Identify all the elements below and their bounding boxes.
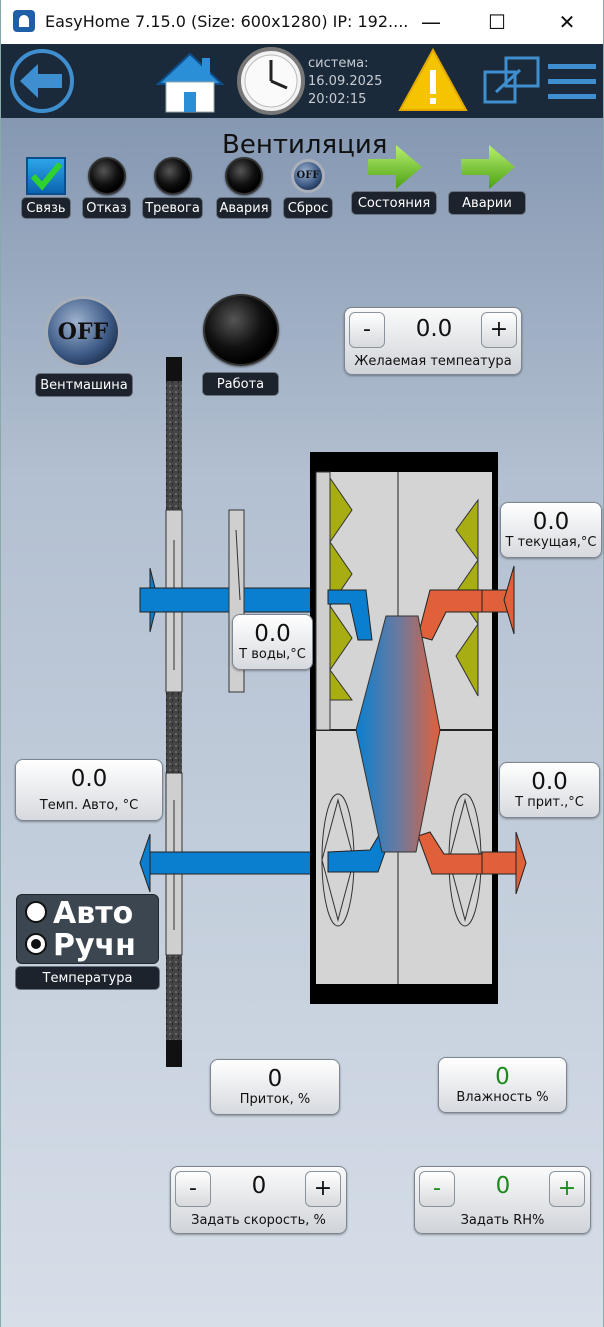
rh-stepper: - 0 + Задать RH% — [414, 1166, 591, 1234]
supply-percent-label: Приток, % — [239, 1092, 311, 1107]
desired-temp-minus-button[interactable]: - — [349, 312, 385, 348]
mode-auto-option[interactable]: Авто — [25, 899, 133, 929]
t-current-label: Т текущая,°С — [505, 535, 597, 550]
speed-minus-button[interactable]: - — [175, 1171, 211, 1207]
avarii-button[interactable]: Аварии — [448, 191, 526, 215]
sbros-label: Сброс — [283, 197, 333, 219]
ahu-flows-icon — [327, 589, 483, 875]
avarii-arrow-icon[interactable] — [461, 145, 517, 189]
exhaust-duct-icon — [481, 565, 527, 895]
sostoyaniya-arrow-icon[interactable] — [368, 145, 424, 189]
t-supply-value: 0.0 — [531, 769, 568, 795]
desired-temp-plus-button[interactable]: + — [481, 312, 517, 348]
t-current-panel[interactable]: 0.0 Т текущая,°С — [500, 502, 602, 558]
back-arrow-icon[interactable] — [10, 49, 74, 113]
humidity-panel[interactable]: 0 Влажность % — [438, 1057, 567, 1113]
close-button[interactable]: ✕ — [558, 10, 576, 34]
home-icon[interactable] — [155, 52, 225, 113]
fan-label: Вентмашина — [35, 373, 133, 397]
system-label: система: — [308, 56, 369, 71]
speed-value[interactable]: 0 — [251, 1173, 267, 1199]
svyaz-checkbox-icon — [26, 157, 66, 195]
work-indicator-icon — [203, 294, 279, 366]
t-water-label: Т воды,°С — [239, 647, 306, 662]
humidity-value: 0 — [495, 1064, 510, 1090]
supply-percent-value: 0 — [267, 1066, 283, 1092]
air-handling-unit-icon — [310, 452, 498, 1004]
maximize-button[interactable]: ☐ — [488, 10, 506, 34]
menu-icon[interactable] — [548, 64, 596, 99]
t-current-value: 0.0 — [532, 509, 570, 535]
toolbar-icons — [10, 47, 596, 115]
trevoga-indicator-icon — [154, 157, 192, 195]
avaria-label: Авария — [216, 197, 272, 219]
system-datetime: система: 16.09.2025 20:02:15 — [308, 55, 382, 109]
t-water-panel[interactable]: 0.0 Т воды,°С — [232, 614, 313, 670]
otkaz-label: Отказ — [82, 197, 131, 219]
wall-icon — [165, 357, 183, 1067]
avaria-indicator-icon — [225, 157, 263, 195]
sbros-off-button[interactable]: OFF — [291, 159, 325, 193]
radio-auto-icon[interactable] — [25, 900, 47, 923]
window-title: EasyHome 7.15.0 (Size: 600x1280) IP: 192… — [45, 12, 409, 31]
otkaz-indicator-icon — [88, 157, 126, 195]
speed-stepper: - 0 + Задать скорость, % — [170, 1166, 347, 1234]
work-label: Работа — [202, 372, 279, 396]
window-switch-icon[interactable] — [483, 56, 540, 104]
system-time: 20:02:15 — [308, 92, 367, 107]
clock-icon — [237, 47, 305, 115]
rh-plus-button[interactable]: + — [549, 1171, 585, 1207]
minimize-button[interactable]: — — [421, 10, 441, 34]
rh-minus-button[interactable]: - — [419, 1171, 455, 1207]
window-titlebar: EasyHome 7.15.0 (Size: 600x1280) IP: 192… — [0, 0, 604, 44]
t-auto-label: Темп. Авто, °С — [39, 798, 139, 813]
speed-label: Задать скорость, % — [191, 1213, 326, 1228]
supply-percent-panel[interactable]: 0 Приток, % — [210, 1059, 340, 1115]
t-supply-label: Т прит.,°С — [515, 795, 584, 810]
t-auto-panel[interactable]: 0.0 Темп. Авто, °С — [15, 759, 163, 821]
mode-auto-label: Авто — [53, 896, 134, 931]
app-icon — [13, 10, 35, 32]
rh-value[interactable]: 0 — [495, 1173, 511, 1199]
mode-manual-option[interactable]: Ручн — [25, 931, 136, 961]
t-auto-value: 0.0 — [70, 766, 108, 792]
warning-icon[interactable] — [398, 47, 468, 111]
desired-temp-value[interactable]: 0.0 — [415, 316, 453, 342]
t-supply-panel[interactable]: 0.0 Т прит.,°С — [499, 762, 600, 818]
fan-off-button[interactable]: OFF — [45, 296, 121, 368]
desired-temp-stepper: - 0.0 + Желаемая темпеатура — [344, 307, 522, 375]
page-title: Вентиляция — [222, 130, 388, 160]
humidity-label: Влажность % — [456, 1090, 549, 1105]
temperature-mode-label: Температура — [15, 966, 160, 990]
rh-label: Задать RH% — [460, 1213, 545, 1228]
svyaz-label: Связь — [21, 197, 71, 219]
t-water-value: 0.0 — [254, 621, 291, 647]
radio-manual-icon[interactable] — [25, 932, 47, 955]
sostoyaniya-button[interactable]: Состояния — [351, 191, 437, 215]
extract-duct-icon — [139, 833, 329, 893]
desired-temp-label: Желаемая темпеатура — [354, 354, 512, 369]
system-date: 16.09.2025 — [308, 74, 383, 89]
speed-plus-button[interactable]: + — [305, 1171, 341, 1207]
temperature-mode-selector[interactable]: Авто Ручн — [16, 894, 159, 964]
mode-manual-label: Ручн — [53, 928, 136, 963]
trevoga-label: Тревога — [142, 197, 203, 219]
